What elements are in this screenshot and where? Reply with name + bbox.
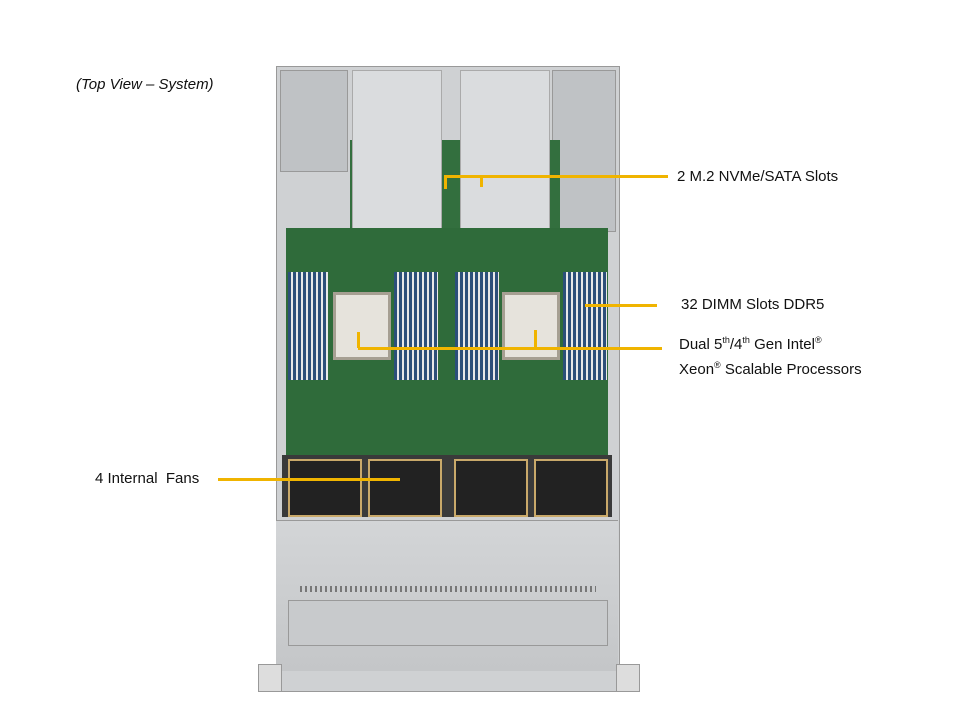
cpu-heatsink-1 (333, 292, 391, 360)
power-supply (552, 70, 616, 232)
cpu-label-text: Xeon (679, 361, 715, 378)
superscript: th (722, 335, 730, 345)
rack-ear-left (258, 664, 282, 692)
m2-callout-tick (444, 175, 447, 189)
dimm-bank (288, 272, 328, 380)
processors-label: Dual 5th/4th Gen Intel® Xeon® Scalable P… (679, 330, 862, 380)
registered-mark: ® (714, 360, 721, 370)
dimm-bank (455, 272, 499, 380)
chassis-cover (276, 520, 618, 671)
cpu-callout-line (358, 347, 662, 350)
fan (454, 459, 528, 517)
fan-bay (282, 455, 612, 517)
cpu-label-text: Gen Intel (749, 336, 815, 353)
fans-callout-line (218, 478, 400, 481)
dimm-slots-label: 32 DIMM Slots DDR5 (681, 296, 825, 313)
fan (368, 459, 442, 517)
drive-cage (280, 70, 348, 172)
vents (300, 586, 596, 592)
cpu-callout-tick (534, 330, 537, 348)
cpu-callout-tick (357, 332, 360, 348)
cpu-label-text: Dual 5 (679, 336, 723, 353)
dimm-callout-line (585, 304, 657, 307)
riser-card-right (460, 70, 550, 252)
m2-callout-line (445, 175, 668, 178)
cpu-label-text: /4 (729, 336, 743, 353)
fans-label: 4 Internal Fans (95, 470, 200, 487)
dimm-bank (394, 272, 438, 380)
riser-card-left (352, 70, 442, 254)
superscript: th (742, 335, 750, 345)
fan (288, 459, 362, 517)
dimm-bank (563, 272, 607, 380)
cover-panel (288, 600, 608, 646)
rack-ear-right (616, 664, 640, 692)
m2-slots-label: 2 M.2 NVMe/SATA Slots (677, 168, 839, 185)
cpu-label-text: Scalable Processors (720, 361, 862, 378)
m2-callout-tick (480, 175, 483, 187)
caption: (Top View – System) (76, 76, 214, 93)
fan (534, 459, 608, 517)
registered-mark: ® (814, 335, 822, 345)
